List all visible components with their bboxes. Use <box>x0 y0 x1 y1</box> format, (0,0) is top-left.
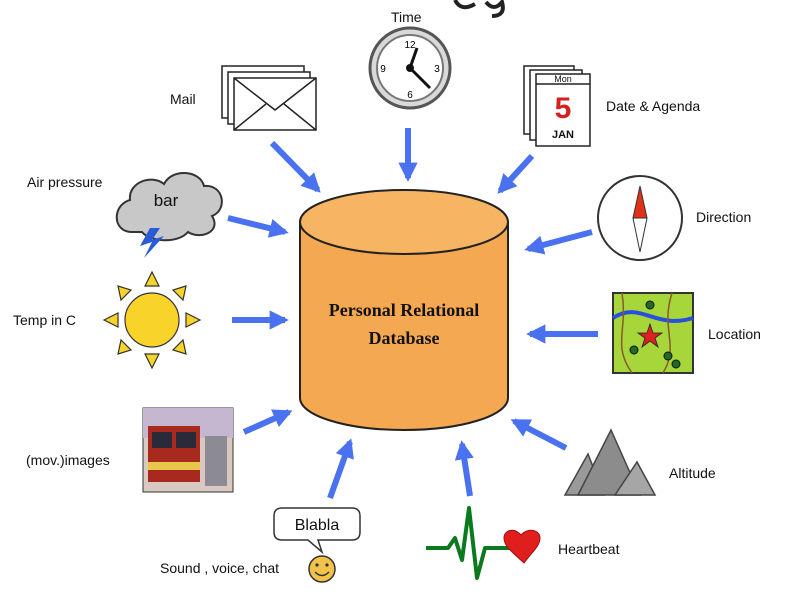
clock-number-12: 12 <box>404 40 416 51</box>
arrow-air-pressure <box>227 215 289 238</box>
database-label-line1: Personal Relational <box>329 300 480 320</box>
speech-text: Blabla <box>295 517 340 534</box>
calendar-icon: Mon 5 JAN <box>523 65 591 147</box>
lightning-icon <box>140 228 164 258</box>
speech-bubble-icon: Blabla <box>273 507 361 555</box>
label-sound: Sound , voice, chat <box>160 560 280 576</box>
database-label-line2: Database <box>369 328 440 348</box>
calendar-date: 5 <box>555 92 572 125</box>
label-time: Time <box>391 9 422 25</box>
clock-number-6: 6 <box>407 90 413 101</box>
photo-icon <box>142 407 234 493</box>
arrow-date <box>497 153 535 194</box>
label-mail: Mail <box>170 91 196 107</box>
smiley-icon <box>308 555 336 583</box>
label-temp: Temp in C <box>13 312 77 328</box>
clock-number-9: 9 <box>380 64 386 75</box>
arrow-images <box>242 409 293 435</box>
label-direction: Direction <box>696 209 752 225</box>
clock-icon: 12 3 6 9 <box>368 26 452 110</box>
arrow-sound <box>327 438 354 500</box>
label-date-agenda: Date & Agenda <box>606 98 701 114</box>
arrow-heartbeat <box>454 440 474 497</box>
input-arrows <box>227 128 598 500</box>
calendar-month: JAN <box>552 129 574 141</box>
label-location: Location <box>708 326 761 342</box>
location-star-icon <box>636 322 664 349</box>
clock-number-3: 3 <box>434 64 440 75</box>
title-fragment <box>453 0 505 18</box>
database-cylinder: Personal Relational Database <box>299 189 509 431</box>
cloud-label: bar <box>154 191 179 210</box>
arrow-mail <box>269 140 321 193</box>
heart-icon <box>503 529 541 564</box>
calendar-day: Mon <box>554 74 572 84</box>
arrow-altitude <box>510 418 568 451</box>
mountain-icon <box>563 428 657 496</box>
arrow-direction <box>524 229 593 255</box>
sun-icon <box>102 270 202 370</box>
label-air-pressure: Air pressure <box>27 174 103 190</box>
map-icon <box>611 292 694 374</box>
label-heartbeat: Heartbeat <box>558 541 620 557</box>
envelope-icon <box>221 65 317 131</box>
label-images: (mov.)images <box>26 452 110 468</box>
label-altitude: Altitude <box>669 465 716 481</box>
cloud-icon: bar <box>115 172 223 258</box>
compass-icon <box>597 175 683 261</box>
heartbeat-icon <box>426 506 541 580</box>
